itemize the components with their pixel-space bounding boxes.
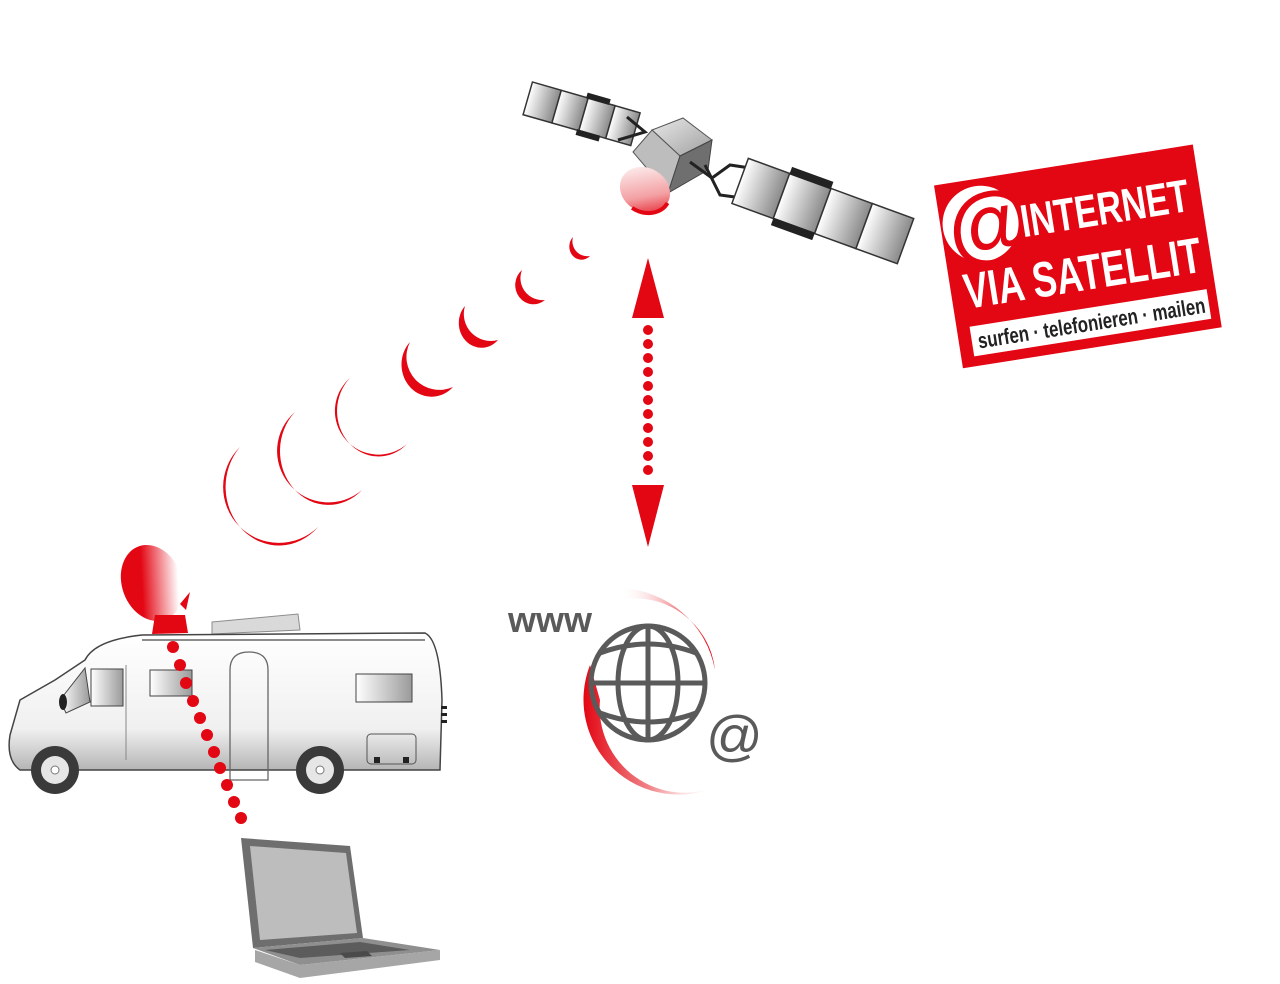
internet-globe-icon: www @ [507, 588, 763, 795]
www-label: www [507, 599, 593, 640]
internet-via-satellit-badge: @ INTERNET VIA SATELLIT surfen · telefon… [934, 144, 1222, 369]
at-label: @ [706, 704, 763, 767]
satellite-icon [522, 81, 915, 265]
satellite-internet-arrow [632, 258, 664, 547]
signal-waves [223, 237, 590, 546]
camper-laptop-link [167, 641, 247, 824]
motorhome-icon [8, 544, 447, 794]
badge-at-symbol: @ [941, 169, 1039, 277]
satellite-dish-icon [120, 544, 190, 634]
laptop-icon [241, 838, 440, 978]
